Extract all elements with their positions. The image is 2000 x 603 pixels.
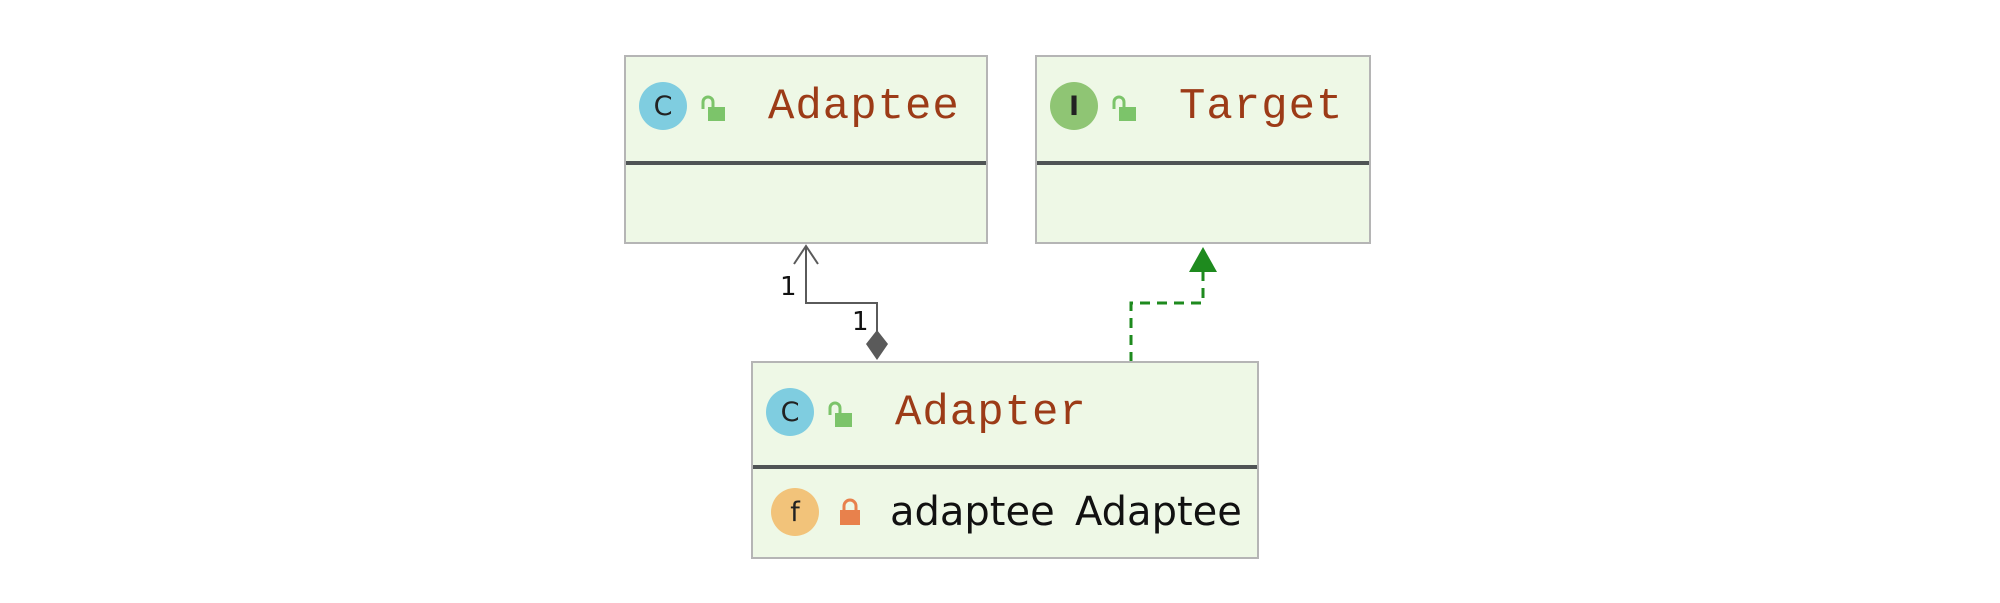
navigable-arrowhead bbox=[793, 244, 819, 265]
public-lock-icon bbox=[1112, 95, 1136, 121]
class-header: C Adaptee bbox=[626, 57, 986, 165]
interface-kind-icon: I bbox=[1050, 82, 1098, 130]
public-lock-icon bbox=[828, 401, 852, 427]
class-header: I Target bbox=[1037, 57, 1369, 165]
realization-arrowhead bbox=[1189, 247, 1217, 272]
class-box-adapter[interactable]: C Adapter f adaptee Adaptee bbox=[751, 361, 1259, 559]
public-lock-icon bbox=[701, 95, 725, 121]
class-name: Adaptee bbox=[768, 82, 960, 132]
class-header: C Adapter bbox=[753, 363, 1257, 469]
class-box-adaptee[interactable]: C Adaptee bbox=[624, 55, 988, 244]
composition-diamond bbox=[866, 330, 888, 360]
multiplicity-adaptee-end: 1 bbox=[780, 272, 797, 302]
realization-edge bbox=[1129, 270, 1205, 362]
composition-edge bbox=[805, 246, 878, 344]
class-name: Target bbox=[1179, 82, 1344, 132]
field-type: Adaptee bbox=[1075, 489, 1242, 535]
class-kind-icon: C bbox=[639, 82, 687, 130]
field-kind-icon: f bbox=[771, 488, 819, 536]
class-box-target[interactable]: I Target bbox=[1035, 55, 1371, 244]
private-lock-icon bbox=[840, 498, 860, 525]
multiplicity-adapter-end: 1 bbox=[852, 307, 869, 337]
class-name: Adapter bbox=[895, 388, 1087, 438]
field-name: adaptee bbox=[890, 489, 1055, 535]
class-kind-icon: C bbox=[766, 388, 814, 436]
